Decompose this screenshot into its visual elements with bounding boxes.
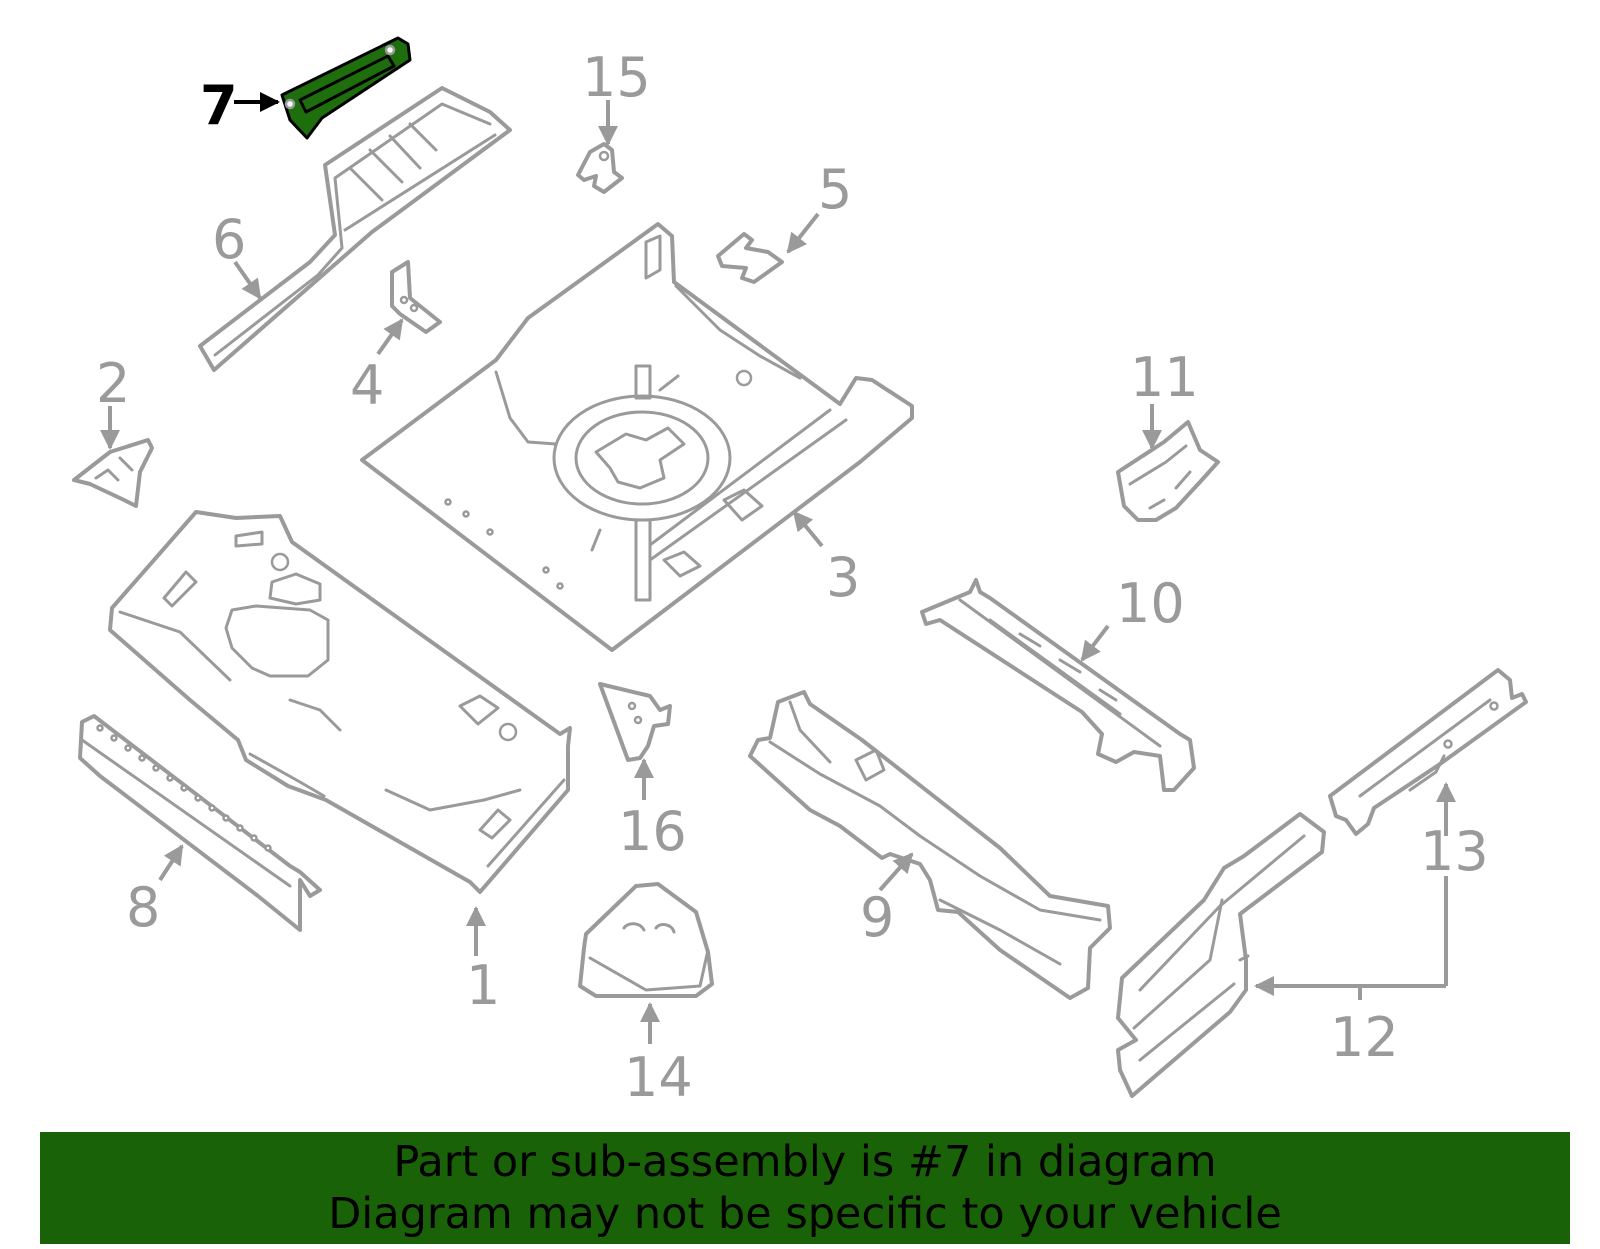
callout-10[interactable]: 10	[1116, 572, 1185, 635]
part-3[interactable]	[360, 222, 914, 652]
callout-1[interactable]: 1	[466, 954, 500, 1017]
part-14[interactable]	[578, 882, 714, 998]
banner-line-1: Part or sub-assembly is #7 in diagram	[393, 1137, 1217, 1187]
leader-lines	[100, 92, 1456, 1044]
part-2[interactable]	[72, 438, 154, 508]
callout-13[interactable]: 13	[1420, 820, 1489, 883]
part-15[interactable]	[576, 142, 624, 194]
callout-16[interactable]: 16	[618, 800, 687, 863]
part-6[interactable]	[198, 86, 512, 372]
callout-8[interactable]: 8	[126, 876, 160, 939]
callout-2[interactable]: 2	[96, 352, 130, 415]
callout-5[interactable]: 5	[818, 158, 852, 221]
parts-diagram: 1 2 3 4 5 6 7 8 9 10 11 12 13 14 15 16	[72, 36, 1528, 1109]
part-10[interactable]	[920, 578, 1196, 792]
callout-11[interactable]: 11	[1130, 346, 1199, 409]
part-13[interactable]	[1328, 668, 1528, 836]
part-5[interactable]	[716, 232, 784, 284]
info-banner: Part or sub-assembly is #7 in diagram Di…	[40, 1132, 1570, 1244]
callout-12[interactable]: 12	[1330, 1006, 1399, 1069]
callout-14[interactable]: 14	[624, 1046, 693, 1109]
part-4[interactable]	[390, 260, 442, 334]
part-16[interactable]	[598, 682, 672, 762]
part-11[interactable]	[1116, 420, 1220, 522]
callout-7[interactable]: 7	[200, 74, 238, 137]
callout-6[interactable]: 6	[212, 208, 246, 271]
banner-line-2: Diagram may not be specific to your vehi…	[328, 1189, 1282, 1239]
callout-3[interactable]: 3	[826, 546, 860, 609]
part-9[interactable]	[748, 690, 1112, 1000]
part-1[interactable]	[108, 510, 572, 894]
callout-9[interactable]: 9	[860, 886, 894, 949]
callout-4[interactable]: 4	[350, 354, 384, 417]
callout-15[interactable]: 15	[582, 46, 651, 109]
callout-numbers: 1 2 3 4 5 6 7 8 9 10 11 12 13 14 15 16	[96, 46, 1489, 1109]
part-12[interactable]	[1116, 812, 1326, 1098]
part-7[interactable]	[280, 36, 412, 140]
part-8[interactable]	[78, 714, 322, 932]
